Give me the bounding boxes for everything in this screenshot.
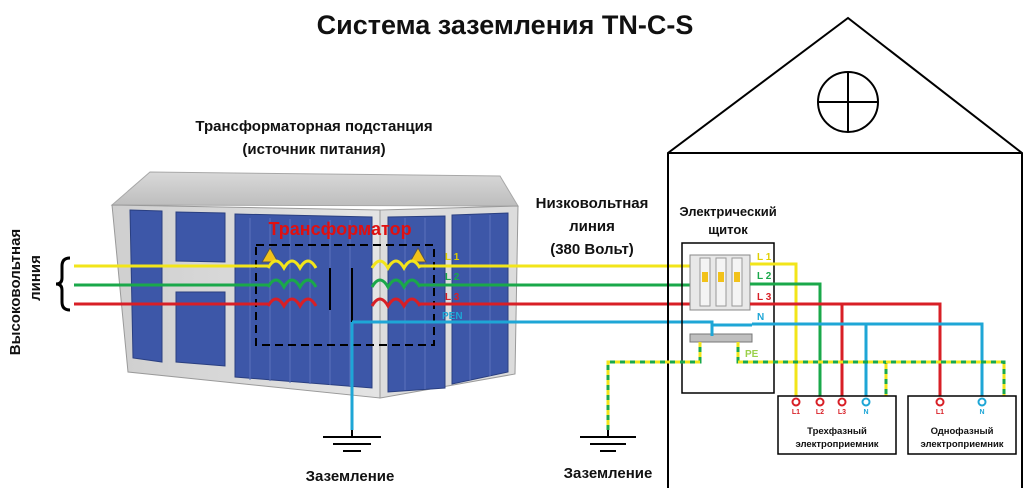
lv-label-1: Низковольтная: [536, 195, 649, 212]
ground-right: Заземление: [564, 430, 653, 482]
sp-label-1: Однофазный: [931, 426, 994, 437]
label-l2-sub: L 2: [445, 272, 460, 283]
tp-terminal-l1: L1: [792, 409, 800, 416]
tp-label-1: Трехфазный: [807, 426, 867, 437]
lv-label-3: (380 Вольт): [550, 241, 634, 258]
tp-terminal-l2: L2: [816, 409, 824, 416]
substation: Трансформаторная подстанция (источник пи…: [110, 118, 519, 399]
label-n: N: [757, 312, 764, 323]
transformer-box: [255, 244, 435, 346]
label-pe: PE: [745, 349, 759, 360]
sp-terminal-l1: L1: [936, 409, 944, 416]
sp-terminal-n: N: [979, 409, 984, 416]
sp-label-2: электроприемник: [920, 439, 1003, 450]
panel-label-2: щиток: [708, 222, 748, 237]
tp-terminal-n: N: [863, 409, 868, 416]
label-l3-sub: L 3: [445, 292, 460, 303]
label-pen: PEN: [442, 311, 463, 322]
high-voltage-line: Высоковольтная линия: [7, 229, 268, 355]
single-phase-consumer: L1 N Однофазный электроприемник: [907, 395, 1017, 455]
label-l2-panel: L 2: [757, 271, 772, 282]
hv-label-1: Высоковольтная: [7, 229, 24, 355]
busbar: [689, 333, 753, 343]
ground-left: Заземление: [306, 430, 395, 485]
hv-brace: [55, 256, 71, 312]
label-l3-panel: L 3: [757, 292, 772, 303]
diagram-title: Система заземления TN-C-S: [317, 10, 694, 40]
circuit-breaker: [689, 254, 751, 311]
label-l1-panel: L 1: [757, 252, 772, 263]
ground-right-label: Заземление: [564, 465, 653, 482]
ground-left-label: Заземление: [306, 468, 395, 485]
panel-label-1: Электрический: [679, 204, 776, 219]
house: Электрический щиток L 1 L 2 L 3 N PE: [606, 16, 1023, 488]
tp-terminal-l3: L3: [838, 409, 846, 416]
substation-label-1: Трансформаторная подстанция: [195, 118, 432, 135]
three-phase-consumer: L1 L2 L3 N Трехфазный электроприемник: [777, 395, 897, 455]
electrical-panel: [681, 242, 775, 394]
hv-label-2: линия: [27, 255, 44, 301]
transformer-label: Трансформатор: [268, 219, 411, 239]
substation-label-2: (источник питания): [242, 141, 385, 158]
low-voltage-line: Низковольтная линия (380 Вольт) L 1 L 2 …: [350, 195, 714, 430]
lv-label-2: линия: [569, 218, 615, 235]
tp-label-2: электроприемник: [795, 439, 878, 450]
pe-wires: [606, 342, 1006, 430]
label-l1-sub: L 1: [445, 252, 460, 263]
